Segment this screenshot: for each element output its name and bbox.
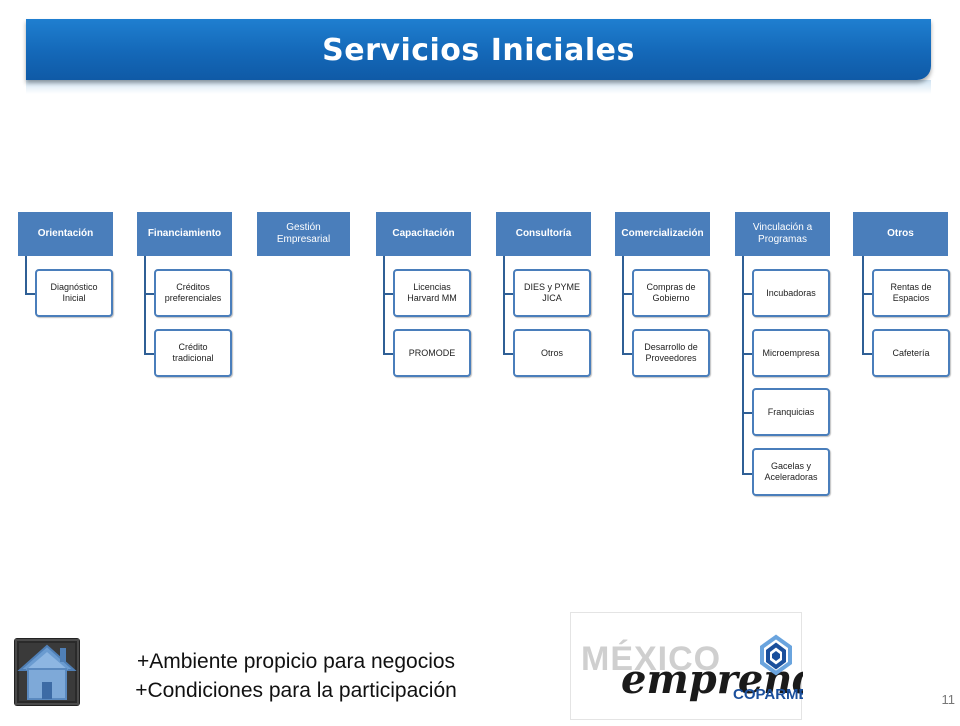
connector-line	[862, 293, 872, 295]
connector-line	[144, 353, 154, 355]
child-microempresa: Microempresa	[752, 329, 830, 377]
child-gacelas-aceleradoras: Gacelas y Aceleradoras	[752, 448, 830, 496]
connector-line	[144, 293, 154, 295]
child-desarrollo-proveedores: Desarrollo de Proveedores	[632, 329, 710, 377]
connector-line	[383, 256, 385, 355]
title-banner: Servicios Iniciales	[26, 19, 931, 80]
category-vinculacion-programas: Vinculación a Programas	[735, 212, 830, 256]
connector-line	[742, 473, 752, 475]
page-title: Servicios Iniciales	[322, 33, 635, 68]
child-franquicias: Franquicias	[752, 388, 830, 436]
connector-line	[383, 353, 393, 355]
mexico-emprende-coparmex-logo: MÉXICO emprende COPARMEX	[570, 612, 846, 720]
connector-line	[25, 256, 27, 295]
connector-line	[503, 256, 505, 355]
tagline-condiciones: +Condiciones para la participación	[135, 679, 457, 702]
connector-line	[622, 293, 632, 295]
connector-line	[503, 293, 513, 295]
child-cafeteria: Cafetería	[872, 329, 950, 377]
home-icon	[15, 639, 79, 705]
child-incubadoras: Incubadoras	[752, 269, 830, 317]
logo-mexico-word: MÉXICO	[581, 640, 721, 678]
page-number: 11	[941, 692, 956, 707]
child-rentas-espacios: Rentas de Espacios	[872, 269, 950, 317]
connector-line	[144, 256, 146, 355]
connector-line	[742, 412, 752, 414]
logo-graphic: MÉXICO emprende COPARMEX	[581, 634, 846, 703]
logo-coparmex-word: COPARMEX	[733, 686, 803, 703]
category-capacitacion: Capacitación	[376, 212, 471, 256]
child-otros-consultoria: Otros	[513, 329, 591, 377]
connector-line	[383, 293, 393, 295]
child-diagnostico-inicial: Diagnóstico Inicial	[35, 269, 113, 317]
category-orientacion: Orientación	[18, 212, 113, 256]
child-credito-tradicional: Crédito tradicional	[154, 329, 232, 377]
child-promode: PROMODE	[393, 329, 471, 377]
connector-line	[742, 293, 752, 295]
category-consultoria: Consultoría	[496, 212, 591, 256]
connector-line	[862, 256, 864, 355]
connector-line	[503, 353, 513, 355]
child-licencias-harvard: Licencias Harvard MM	[393, 269, 471, 317]
child-creditos-preferenciales: Créditos preferenciales	[154, 269, 232, 317]
tagline-ambiente: +Ambiente propicio para negocios	[136, 650, 456, 673]
connector-line	[622, 256, 624, 355]
connector-line	[742, 353, 752, 355]
title-banner-reflection	[26, 80, 931, 94]
category-otros: Otros	[853, 212, 948, 256]
category-gestion-empresarial: Gestión Empresarial	[257, 212, 350, 256]
connector-line	[622, 353, 632, 355]
connector-line	[742, 256, 744, 475]
category-financiamiento: Financiamiento	[137, 212, 232, 256]
category-comercializacion: Comercialización	[615, 212, 710, 256]
connector-line	[25, 293, 35, 295]
home-button[interactable]	[14, 638, 80, 706]
coparmex-mark-icon	[760, 634, 792, 676]
child-compras-gobierno: Compras de Gobierno	[632, 269, 710, 317]
connector-line	[862, 353, 872, 355]
child-dies-pyme-jica: DIES y PYME JICA	[513, 269, 591, 317]
